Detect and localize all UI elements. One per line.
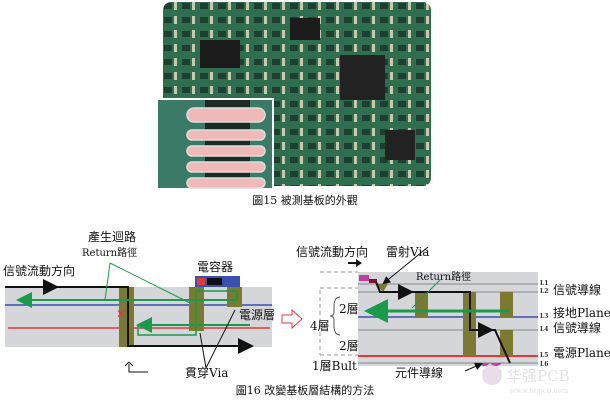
layer-labels: L1 L2 L3 L4 L5 L6 信號導線 接地Plane 信號導線 電源Pl… bbox=[540, 280, 610, 368]
right-stackup-diagram bbox=[319, 246, 538, 372]
svg-text:信號導線: 信號導線 bbox=[553, 320, 601, 335]
through-via bbox=[119, 287, 134, 347]
capacitor-label: 電容器 bbox=[197, 259, 233, 274]
two-layer-label-lower: 2層 bbox=[339, 339, 359, 353]
break-mark: ✕ bbox=[116, 307, 126, 321]
svg-text:L1: L1 bbox=[540, 280, 548, 287]
svg-text:华强PCB: 华强PCB bbox=[507, 367, 570, 385]
watermark: 华强PCB www.hqpcb.com bbox=[482, 365, 570, 395]
capacitor-via-right bbox=[227, 287, 242, 307]
svg-text:L6: L6 bbox=[540, 361, 548, 368]
svg-text:L3: L3 bbox=[540, 313, 548, 320]
four-layer-label: 4層 bbox=[310, 319, 330, 333]
svg-text:L2: L2 bbox=[540, 288, 548, 295]
built-layer-label: 1層Bult bbox=[312, 359, 357, 373]
right-return-label: Return路徑 bbox=[416, 270, 471, 283]
power-layer-label: 電源層 bbox=[239, 308, 275, 322]
component-trace-label: 元件導線 bbox=[395, 365, 443, 380]
left-return-label: Return路徑 bbox=[82, 246, 137, 259]
transform-arrow-icon bbox=[281, 308, 303, 330]
right-signal-direction-label: 信號流動方向 bbox=[296, 244, 368, 259]
svg-text:L5: L5 bbox=[540, 352, 548, 359]
through-via-label: 貫穿Via bbox=[185, 365, 228, 380]
signal-direction-arrow-icon bbox=[348, 259, 362, 267]
svg-text:L4: L4 bbox=[540, 326, 548, 333]
laser-via-label: 雷射Via bbox=[386, 244, 429, 259]
two-layer-label-upper: 2層 bbox=[339, 302, 359, 316]
svg-text:www.hqpcb.com: www.hqpcb.com bbox=[510, 387, 569, 395]
svg-text:電源Plane: 電源Plane bbox=[553, 346, 610, 360]
signal-path bbox=[5, 286, 254, 354]
pcb-inset-closeup bbox=[156, 98, 274, 190]
svg-text:信號導線: 信號導線 bbox=[553, 282, 601, 297]
figure16-caption: 圖16 改變基板層結構的方法 bbox=[236, 383, 375, 397]
figure15-caption: 圖15 被測基板的外觀 bbox=[252, 193, 358, 207]
left-stackup-diagram: ✕ bbox=[5, 262, 272, 373]
left-signal-direction-label: 信號流動方向 bbox=[3, 263, 75, 278]
svg-text:接地Plane: 接地Plane bbox=[553, 305, 610, 320]
loop-label: 產生迴路 bbox=[88, 229, 136, 244]
